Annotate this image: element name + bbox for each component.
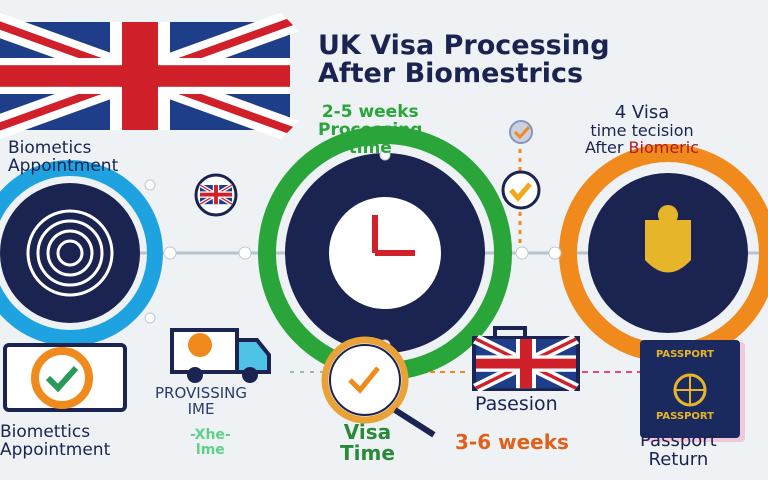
royal-crest-icon [559, 144, 768, 362]
label-line: Biomettics [0, 422, 91, 442]
appointment-check-icon [3, 343, 127, 412]
bottom-label-weeks: 3-6 weeks [455, 430, 569, 454]
bottom-label-biometrics: Biomettics Appointment [0, 422, 111, 460]
checkmark-icon [501, 120, 541, 210]
top-label-processing: 2-5 weeks Processing time [318, 102, 423, 158]
title-line-1: UK Visa Processing [318, 30, 610, 61]
bottom-label-passport-return: Passport Return [640, 430, 717, 470]
page-title: UK Visa Processing After Biomestrics [318, 30, 610, 90]
label-text: After [585, 137, 629, 157]
passport-cover-text-top: PASSPORT [656, 349, 715, 360]
title-line-2: After Biomestrics [318, 58, 584, 90]
label-line: Appointment [0, 439, 111, 460]
fingerprint-icon [0, 160, 163, 346]
top-label-biometrics: Biometics Appointment [8, 138, 119, 176]
label-line: PROVISSING [155, 384, 248, 402]
label-line: Processing [318, 119, 423, 140]
label-line: 2-5 weeks [321, 102, 419, 122]
top-label-decision: 4 Visa time tecision After Biomeric [585, 102, 699, 157]
label-line: Return [648, 448, 709, 470]
uk-flag-icon [0, 22, 290, 130]
bottom-label-passion: Pasesion [475, 393, 558, 415]
label-line: IME [187, 399, 215, 418]
clock-icon [258, 126, 512, 380]
passport-cover-text-bottom: PASSPORT [656, 411, 715, 422]
label-line: Visa [343, 420, 392, 444]
label-text: Biomeric [628, 137, 699, 157]
label-line: 4 Visa [614, 102, 670, 123]
label-line: Time [340, 441, 395, 465]
passport-icon [640, 340, 745, 442]
suitcase-flag-icon [472, 326, 580, 391]
label-line: lme [195, 441, 225, 458]
label-line: Passport [640, 430, 717, 451]
label-line: time tecision [590, 120, 694, 140]
bottom-label-visa-time: Visa Time [340, 422, 395, 464]
magnifier-icon [321, 336, 436, 438]
label-line: -Xhe- [190, 427, 231, 443]
bottom-label-processing: PROVISSING IME [155, 384, 248, 418]
label-line: Biometics [8, 138, 92, 158]
truck-icon [170, 328, 271, 383]
bottom-label-processing-sub: -Xhe- lme [190, 428, 231, 457]
label-line: time [348, 137, 392, 158]
label-line: Appointment [8, 155, 119, 176]
